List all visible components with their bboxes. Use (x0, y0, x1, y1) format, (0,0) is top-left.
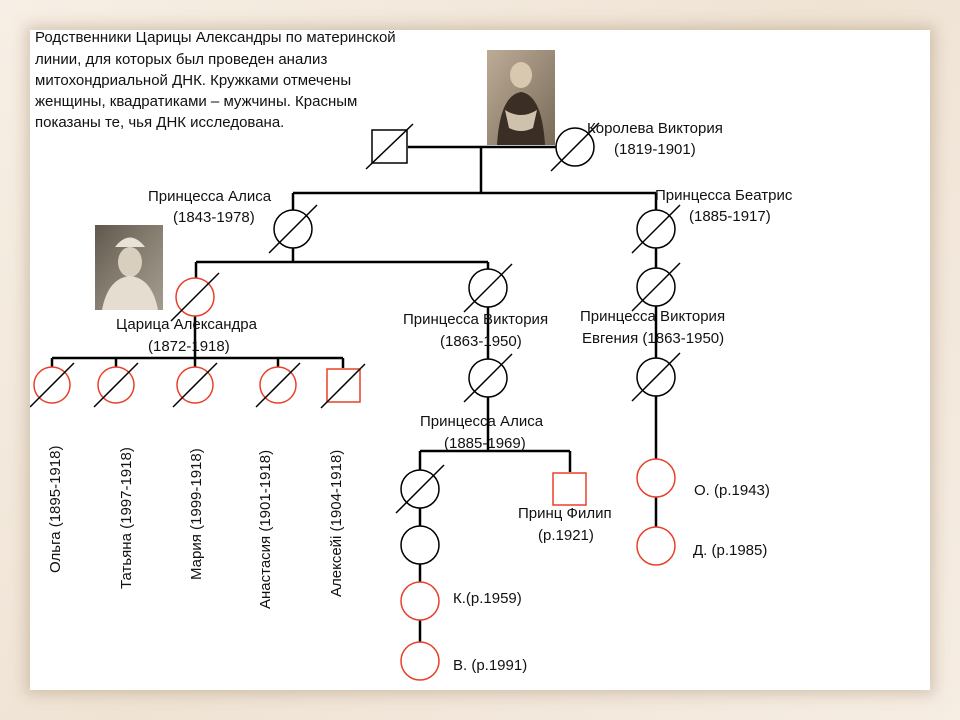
anastasia-circle (255, 362, 301, 408)
princess-beatrice-circle (631, 204, 681, 254)
princess-victoria-circle (463, 263, 513, 313)
caption-line-3: митохондриальной ДНК. Кружками отмечены (35, 72, 351, 89)
connector-lines (50, 145, 658, 642)
granddaughter-circle (400, 525, 440, 565)
caption-line-4: женщины, квадратиками – мужчины. Красным (35, 93, 357, 110)
caption-line-2: линии, для которых был проведен анализ (35, 51, 327, 68)
olga-circle (30, 362, 75, 408)
tsarina-alexandra-name: Царица Александра (116, 316, 258, 333)
tsarina-alexandra-circle (170, 272, 220, 322)
prince-philip-square (552, 472, 587, 506)
maria-label: Мария (1999-1918) (188, 448, 205, 580)
victoria-eugenia-name: Принцесса Виктория (580, 308, 725, 325)
caption-line-5: показаны те, чья ДНК исследована. (35, 114, 284, 131)
alexei-label: Алексейі (1904-1918) (328, 450, 345, 597)
queen-victoria-circle (550, 122, 600, 172)
queen-victoria-husband-square (365, 123, 414, 170)
pedigree-diagram: Родственники Царицы Александры по матери… (30, 30, 793, 681)
d-circle (636, 526, 676, 566)
k-label: К.(р.1959) (453, 590, 522, 607)
queen-victoria-name: Королева Виктория (587, 120, 723, 137)
d-label: Д. (р.1985) (693, 542, 767, 559)
olga-label: Ольга (1895-1918) (47, 446, 64, 573)
princess-beatrice-years: (1885-1917) (689, 208, 771, 225)
v-circle (400, 641, 440, 681)
tatiana-label: Татьяна (1997-1918) (118, 447, 135, 589)
princess-alice-1885-years: (1885-1969) (444, 435, 526, 452)
princess-alice-name: Принцесса Алиса (148, 188, 272, 205)
v-label: В. (р.1991) (453, 657, 527, 674)
maria-circle (172, 362, 218, 408)
tsarina-alexandra-years: (1872-1918) (148, 338, 230, 355)
princess-victoria-years: (1863-1950) (440, 333, 522, 350)
alice-daughter-circle (395, 464, 445, 514)
victoria-eugenia-circle (631, 352, 681, 402)
tsarina-alexandra-portrait (95, 225, 163, 310)
princess-victoria-name: Принцесса Виктория (403, 311, 548, 328)
tatiana-circle (93, 362, 139, 408)
queen-victoria-portrait (487, 50, 555, 145)
o-label: О. (р.1943) (694, 482, 770, 499)
princess-alice-years: (1843-1978) (173, 209, 255, 226)
princess-alice-1885-circle (463, 353, 513, 403)
prince-philip-name: Принц Филип (518, 505, 612, 522)
princess-beatrice-name: Принцесса Беатрис (655, 187, 793, 204)
caption-line-1: Родственники Царицы Александры по матери… (35, 30, 396, 46)
prince-philip-years: (р.1921) (538, 527, 594, 544)
slide: Родственники Царицы Александры по матери… (30, 30, 930, 690)
victoria-eugenia-years: Евгения (1863-1950) (582, 330, 724, 347)
caption: Родственники Царицы Александры по матери… (35, 30, 396, 131)
beatrice-daughter-circle (631, 262, 681, 312)
o-circle (636, 458, 676, 498)
queen-victoria-years: (1819-1901) (614, 141, 696, 158)
princess-alice-circle (268, 204, 318, 254)
anastasia-label: Анастасия (1901-1918) (257, 450, 274, 609)
alexei-square (320, 363, 366, 409)
princess-alice-1885-name: Принцесса Алиса (420, 413, 544, 430)
k-circle (400, 581, 440, 621)
